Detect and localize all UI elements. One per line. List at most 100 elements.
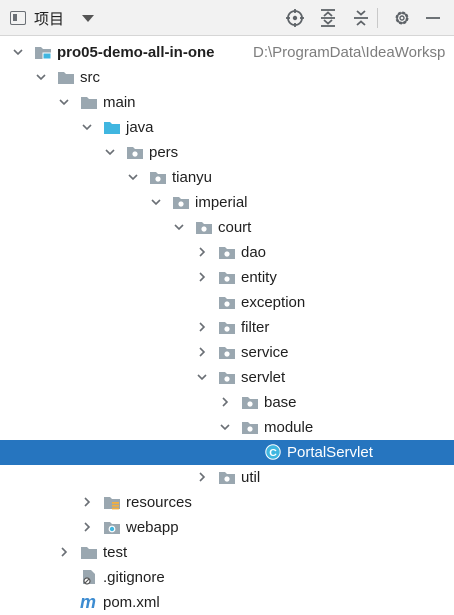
ignore-file-icon — [80, 569, 98, 585]
settings-gear-icon[interactable] — [390, 6, 414, 30]
tree-row[interactable]: base — [0, 390, 454, 415]
package-icon — [218, 369, 236, 385]
chevron-down-icon[interactable] — [104, 146, 116, 158]
tree-row[interactable]: imperial — [0, 190, 454, 215]
locate-icon[interactable] — [283, 6, 307, 30]
dropdown-caret-icon — [82, 14, 95, 22]
tree-row[interactable]: m pom.xml — [0, 590, 454, 615]
tree-row[interactable]: pers — [0, 140, 454, 165]
tree-row[interactable]: exception — [0, 290, 454, 315]
tree-row-label: court — [218, 219, 252, 236]
tree-row-label: resources — [126, 494, 192, 511]
tree-row-label: servlet — [241, 369, 286, 386]
tree-row-label: module — [264, 419, 314, 436]
tree-row[interactable]: .gitignore — [0, 565, 454, 590]
package-icon — [195, 219, 213, 235]
resources-folder-icon — [103, 494, 121, 510]
chevron-down-icon[interactable] — [127, 171, 139, 183]
package-icon — [172, 194, 190, 210]
tree-row-label: tianyu — [172, 169, 213, 186]
java-class-icon: C — [264, 444, 282, 460]
tree-row[interactable]: court — [0, 215, 454, 240]
tree-row[interactable]: java — [0, 115, 454, 140]
module-path: D:\ProgramData\IdeaWorksp — [253, 44, 446, 61]
view-title: 项目 — [34, 10, 65, 28]
tree-row[interactable]: resources — [0, 490, 454, 515]
package-icon — [241, 419, 259, 435]
tree-row-label: pro05-demo-all-in-one — [57, 44, 215, 61]
chevron-right-icon[interactable] — [58, 546, 70, 558]
folder-icon — [57, 69, 75, 85]
tree-row-label: src — [80, 69, 100, 86]
tree-row-label: PortalServlet — [287, 444, 373, 461]
package-icon — [149, 169, 167, 185]
chevron-right-icon[interactable] — [196, 246, 208, 258]
chevron-down-icon[interactable] — [173, 221, 185, 233]
chevron-right-icon[interactable] — [196, 471, 208, 483]
package-icon — [218, 319, 236, 335]
tree-row[interactable]: module — [0, 415, 454, 440]
tree-row[interactable]: service — [0, 340, 454, 365]
svg-text:C: C — [269, 447, 277, 459]
tree-row[interactable]: filter — [0, 315, 454, 340]
view-selector[interactable]: 项目 — [10, 0, 95, 36]
chevron-right-icon[interactable] — [196, 321, 208, 333]
tree-row[interactable]: webapp — [0, 515, 454, 540]
tree-row-label: pers — [149, 144, 179, 161]
tree-row-label: base — [264, 394, 297, 411]
expand-all-icon[interactable] — [316, 6, 340, 30]
tree-row-label: imperial — [195, 194, 248, 211]
tree-row-label: filter — [241, 319, 270, 336]
tree-row-label: entity — [241, 269, 277, 286]
package-icon — [218, 469, 236, 485]
chevron-right-icon[interactable] — [81, 521, 93, 533]
chevron-down-icon[interactable] — [35, 71, 47, 83]
package-icon — [218, 244, 236, 260]
package-icon — [218, 269, 236, 285]
tree-row-label: .gitignore — [103, 569, 165, 586]
tree-row-label: service — [241, 344, 289, 361]
package-icon — [241, 394, 259, 410]
svg-text:m: m — [80, 594, 96, 610]
module-folder-icon — [34, 44, 52, 60]
tree-row-label: test — [103, 544, 128, 561]
tree-row[interactable]: dao — [0, 240, 454, 265]
chevron-down-icon[interactable] — [81, 121, 93, 133]
tree-row-label: exception — [241, 294, 306, 311]
tree-row[interactable]: util — [0, 465, 454, 490]
tree-row-label: pom.xml — [103, 594, 160, 611]
tree-row[interactable]: entity — [0, 265, 454, 290]
folder-icon — [80, 544, 98, 560]
folder-icon — [80, 94, 98, 110]
tree-row-label: java — [126, 119, 154, 136]
tree-row-label: main — [103, 94, 136, 111]
chevron-down-icon[interactable] — [58, 96, 70, 108]
toolbar-divider — [377, 8, 378, 28]
tree-row-label: webapp — [126, 519, 179, 536]
chevron-right-icon[interactable] — [196, 346, 208, 358]
tree-row[interactable]: C PortalServlet — [0, 440, 454, 465]
tree-row[interactable]: test — [0, 540, 454, 565]
project-view-icon — [10, 11, 26, 25]
chevron-down-icon[interactable] — [219, 421, 231, 433]
tree-row-label: util — [241, 469, 261, 486]
collapse-all-icon[interactable] — [349, 6, 373, 30]
minimize-icon[interactable] — [421, 6, 445, 30]
tree-row[interactable]: src — [0, 65, 454, 90]
source-root-folder-icon — [103, 119, 121, 135]
chevron-down-icon[interactable] — [196, 371, 208, 383]
chevron-right-icon[interactable] — [196, 271, 208, 283]
web-folder-icon — [103, 519, 121, 535]
project-toolbar: 项目 — [0, 0, 454, 36]
tree-row[interactable]: pro05-demo-all-in-one D:\ProgramData\Idea… — [0, 40, 454, 65]
tree-row[interactable]: tianyu — [0, 165, 454, 190]
chevron-down-icon[interactable] — [12, 46, 24, 58]
tree-row-label: dao — [241, 244, 267, 261]
chevron-right-icon[interactable] — [81, 496, 93, 508]
package-icon — [126, 144, 144, 160]
tree-row[interactable]: main — [0, 90, 454, 115]
chevron-down-icon[interactable] — [150, 196, 162, 208]
chevron-right-icon[interactable] — [219, 396, 231, 408]
package-icon — [218, 344, 236, 360]
tree-row[interactable]: servlet — [0, 365, 454, 390]
